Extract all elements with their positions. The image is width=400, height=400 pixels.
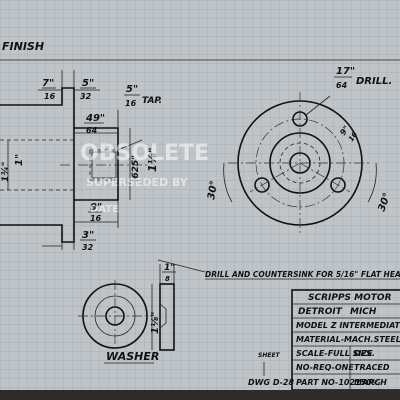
engineering-drawing: FINISH 7" 16 5" bbox=[0, 40, 400, 390]
bolt-hole-left bbox=[254, 177, 270, 193]
dim-1-inch: 1" bbox=[14, 154, 25, 166]
dim-tap-den: 16 bbox=[125, 99, 137, 108]
washer-side bbox=[159, 283, 175, 351]
stamp-date: DATE bbox=[90, 204, 119, 215]
finish-note: FINISH bbox=[2, 40, 44, 53]
washer-drill-note: DRILL AND COUNTERSINK FOR 5/16" FLAT HEA… bbox=[205, 270, 400, 279]
dim-1-3-4: 1¾" bbox=[1, 162, 11, 182]
dim-5-32-den: 32 bbox=[80, 92, 92, 101]
angle-arc-left bbox=[223, 162, 233, 203]
drill-label: DRILL. bbox=[356, 76, 392, 87]
dim-49-64-den: 64 bbox=[86, 126, 98, 135]
dim-tap-num: 5" bbox=[126, 84, 138, 95]
washer-dia: 1⅛" bbox=[150, 311, 161, 334]
section-view: 7" 16 5" 32 5" 16 TAP. 49" 64 9" 16 3" 3… bbox=[0, 70, 162, 252]
drill-leader bbox=[305, 95, 331, 116]
front-view: 17" 64 DRILL. 9" 16 30° 30° bbox=[206, 66, 393, 234]
tb-city: DETROIT bbox=[298, 307, 343, 317]
title-block-frame bbox=[291, 289, 400, 390]
dim-5-32-num: 5" bbox=[82, 78, 94, 89]
tap-hole bbox=[89, 149, 118, 181]
tb-traced: TRACED bbox=[354, 363, 390, 372]
dim-3-32-den: 32 bbox=[82, 243, 94, 252]
tap-hole-body bbox=[91, 151, 117, 179]
angle-right: 30° bbox=[376, 191, 393, 213]
tb-company: SCRIPPS MOTOR bbox=[308, 293, 392, 303]
stamp-obsolete: OBSOLETE bbox=[80, 141, 209, 166]
washer-countersink-side bbox=[159, 303, 167, 329]
dim-7-16-num: 7" bbox=[42, 78, 54, 89]
front-center-30-right bbox=[299, 162, 351, 193]
scan-edge bbox=[0, 390, 400, 400]
dim-1-1-8: 1⅛" bbox=[146, 147, 159, 172]
tb-des: DES. bbox=[354, 349, 375, 358]
washer-label: WASHER bbox=[106, 350, 159, 363]
washer-thick-den: 8 bbox=[165, 275, 170, 283]
tb-no-req: NO-REQ-ONE bbox=[296, 363, 354, 372]
tb-part-no: PART NO-102150½ bbox=[296, 378, 381, 387]
dwg-number: DWG D-28 bbox=[248, 378, 294, 387]
tb-march: MARCH bbox=[354, 378, 387, 387]
tb-state: MICH bbox=[350, 307, 377, 317]
dim-7-16-den: 16 bbox=[44, 92, 56, 101]
dim-9-16-num: 9" bbox=[90, 202, 102, 213]
tb-model: MODEL Z INTERMEDIATE bbox=[296, 321, 400, 330]
bolt-hole-right bbox=[330, 177, 346, 193]
tb-scale: SCALE-FULL SIZE bbox=[296, 349, 373, 358]
washer-thick-num: 1" bbox=[164, 263, 175, 273]
dim-49-64-num: 49" bbox=[85, 113, 105, 124]
tb-material: MATERIAL-MACH.STEEL bbox=[296, 335, 400, 344]
angle-arc-right bbox=[367, 162, 377, 203]
hub-outline bbox=[74, 127, 119, 201]
drawing-sheet: FINISH 7" 16 5" bbox=[0, 0, 400, 390]
obsolete-stamp: OBSOLETE SUPERSEDED BY DATE bbox=[80, 141, 209, 215]
angle-left: 30° bbox=[206, 180, 220, 201]
sheet-label: SHEET bbox=[258, 352, 281, 359]
drill-num: 17" bbox=[336, 66, 355, 77]
washer-view: 1" 8 1⅛" WASHER bbox=[78, 263, 176, 364]
dim-tap-label: TAP. bbox=[142, 96, 162, 106]
stamp-superseded: SUPERSEDED BY bbox=[86, 176, 189, 189]
drill-den: 64 bbox=[336, 81, 348, 90]
front-center-30-left bbox=[249, 162, 301, 193]
dim-3-32-num: 3" bbox=[82, 230, 94, 241]
washer-drill-leader bbox=[157, 259, 206, 273]
tap-leader bbox=[117, 139, 143, 151]
dim-625: .625" bbox=[131, 155, 141, 182]
dim-9-16-den: 16 bbox=[90, 214, 102, 223]
title-block: SCRIPPS MOTOR DETROIT MICH MODEL Z INTER… bbox=[291, 289, 400, 390]
